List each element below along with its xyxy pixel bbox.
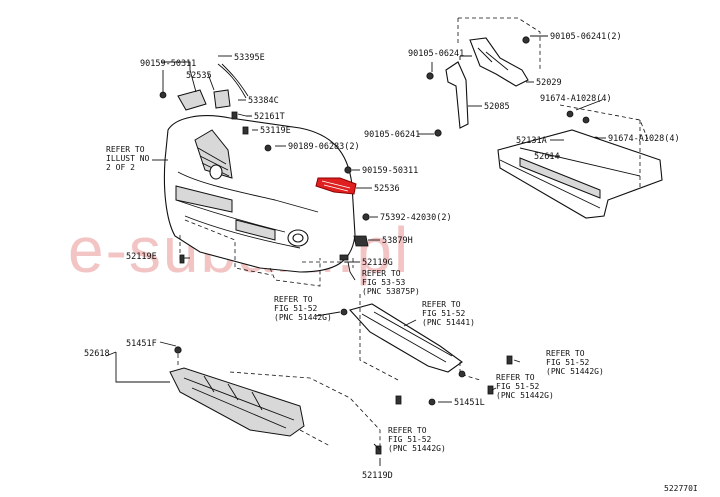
label-91674-a: 91674-A1028(4) bbox=[540, 94, 612, 104]
part-51441-cover bbox=[348, 303, 463, 373]
refer-53875-line3: (PNC 53875P) bbox=[362, 287, 420, 296]
refer-illust-line3: 2 OF 2 bbox=[106, 163, 135, 172]
refer-51442-rb-line1: REFER TO bbox=[496, 373, 535, 382]
label-52119G: 52119G bbox=[362, 258, 393, 268]
refer-51441-line3: (PNC 51441) bbox=[422, 318, 475, 327]
label-52029: 52029 bbox=[536, 78, 562, 88]
refer-illust-block: REFER TO ILLUST NO 2 OF 2 bbox=[106, 145, 150, 172]
clip-53119E bbox=[242, 126, 249, 135]
label-52161T: 52161T bbox=[254, 112, 285, 122]
refer-51442-ra-line2: FIG 51-52 bbox=[546, 358, 590, 367]
part-52029-bracket bbox=[469, 37, 529, 87]
refer-51442-bottom-line1: REFER TO bbox=[388, 426, 427, 435]
bolt-91674-a2 bbox=[582, 116, 590, 124]
refer-51442-left-line2: FIG 51-52 bbox=[274, 304, 318, 313]
refer-51441-line1: REFER TO bbox=[422, 300, 461, 309]
part-52131A-reinforcement bbox=[497, 129, 663, 219]
refer-illust-line2: ILLUST NO bbox=[106, 154, 150, 163]
label-52614: 52614 bbox=[534, 152, 560, 162]
clip-52119G bbox=[339, 254, 349, 261]
refer-51442-rb-line2: FIG 51-52 bbox=[496, 382, 540, 391]
part-53395E-molding bbox=[217, 63, 249, 99]
refer-53875-line2: FIG 53-53 bbox=[362, 278, 406, 287]
label-51451F: 51451F bbox=[126, 339, 157, 349]
refer-51441-block: REFER TO FIG 51-52 (PNC 51441) bbox=[422, 300, 475, 327]
refer-51442-right-a-block: REFER TO FIG 51-52 (PNC 51442G) bbox=[546, 349, 604, 376]
clip-right-a bbox=[506, 355, 513, 365]
refer-53875-block: REFER TO FIG 53-53 (PNC 53875P) bbox=[362, 269, 420, 296]
bolt-51451L bbox=[428, 398, 436, 406]
nut-75392 bbox=[362, 213, 370, 221]
label-53395E: 53395E bbox=[234, 53, 265, 63]
label-52535: 52535 bbox=[186, 71, 212, 81]
part-52085-bracket bbox=[445, 61, 469, 129]
label-53879H: 53879H bbox=[382, 236, 413, 246]
label-90189: 90189-06283(2) bbox=[288, 142, 360, 152]
label-52536: 52536 bbox=[374, 184, 400, 194]
label-53384C: 53384C bbox=[248, 96, 279, 106]
clip-51441-right bbox=[458, 370, 466, 378]
refer-illust-line1: REFER TO bbox=[106, 145, 145, 154]
label-90159-top: 90159-50311 bbox=[140, 59, 196, 69]
clip-52119E bbox=[179, 254, 185, 264]
label-53119E: 53119E bbox=[260, 126, 291, 136]
refer-53875-line1: REFER TO bbox=[362, 269, 401, 278]
part-52535-bracket bbox=[177, 89, 231, 111]
diagram-id: 522770I bbox=[664, 484, 698, 493]
label-51451L: 51451L bbox=[454, 398, 485, 408]
label-52119D: 52119D bbox=[362, 471, 393, 481]
refer-51442-bottom-line3: (PNC 51442G) bbox=[388, 444, 446, 453]
clip-52119D bbox=[375, 445, 382, 455]
bolt-90105-c bbox=[434, 129, 442, 137]
refer-51442-rb-line3: (PNC 51442G) bbox=[496, 391, 554, 400]
clip-90159-mid bbox=[344, 166, 352, 174]
refer-51442-right-b-block: REFER TO FIG 51-52 (PNC 51442G) bbox=[496, 373, 554, 400]
label-90105-b: 90105-06241(2) bbox=[550, 32, 622, 42]
clip-mid bbox=[395, 395, 402, 405]
label-52119E: 52119E bbox=[126, 252, 157, 262]
part-52614-absorber bbox=[519, 157, 601, 199]
bolt-90105-b bbox=[522, 36, 530, 44]
refer-51442-bottom-block: REFER TO FIG 51-52 (PNC 51442G) bbox=[388, 426, 446, 453]
refer-51442-bottom-line2: FIG 51-52 bbox=[388, 435, 432, 444]
label-91674-b: 91674-A1028(4) bbox=[608, 134, 680, 144]
label-52131A: 52131A bbox=[516, 136, 547, 146]
clip-90159-top bbox=[159, 91, 167, 99]
refer-51442-left-line1: REFER TO bbox=[274, 295, 313, 304]
label-52085: 52085 bbox=[484, 102, 510, 112]
bolt-90189 bbox=[264, 144, 272, 152]
label-90105-a: 90105-06241 bbox=[408, 49, 464, 59]
refer-51442-left-line3: (PNC 51442G) bbox=[274, 313, 332, 322]
bolt-90105-a bbox=[426, 72, 434, 80]
clip-53879H bbox=[353, 235, 369, 247]
refer-51442-left-block: REFER TO FIG 51-52 (PNC 51442G) bbox=[274, 295, 332, 322]
part-52536-highlight bbox=[315, 177, 357, 195]
label-52618: 52618 bbox=[84, 349, 110, 359]
label-90105-c: 90105-06241 bbox=[364, 130, 420, 140]
refer-51442-ra-line3: (PNC 51442G) bbox=[546, 367, 604, 376]
clip-51451F bbox=[174, 346, 182, 354]
front-bumper-cover bbox=[163, 115, 356, 273]
label-90159-mid: 90159-50311 bbox=[362, 166, 418, 176]
label-75392: 75392-42030(2) bbox=[380, 213, 452, 223]
refer-51442-ra-line1: REFER TO bbox=[546, 349, 585, 358]
callout-labels: 90159-50311 52535 53395E 53384C 52161T 5… bbox=[84, 32, 680, 481]
bolt-91674-a bbox=[566, 110, 574, 118]
clip-51441-left bbox=[340, 308, 348, 316]
clip-52161T bbox=[231, 111, 238, 120]
part-52618-undercover bbox=[169, 367, 305, 437]
refer-51441-line2: FIG 51-52 bbox=[422, 309, 466, 318]
